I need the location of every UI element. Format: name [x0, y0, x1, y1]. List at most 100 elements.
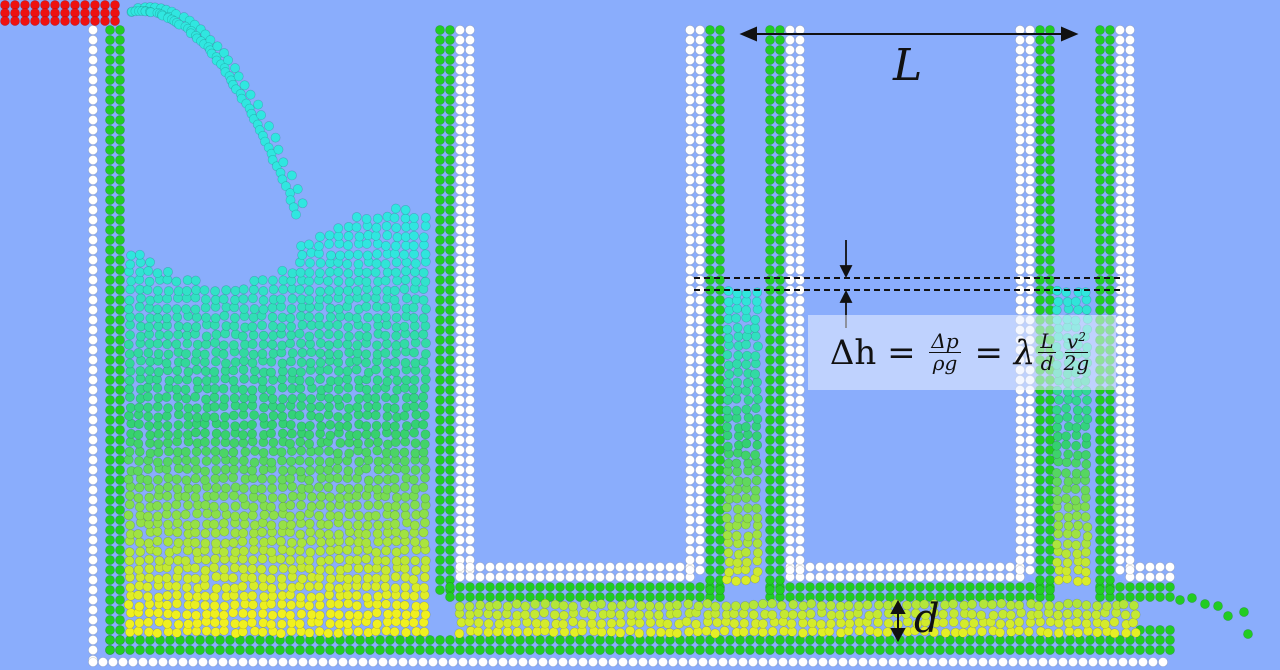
wall-particle — [705, 395, 715, 405]
fluid-particle — [1082, 609, 1092, 620]
fluid-particle — [230, 421, 241, 432]
wall-particle — [295, 645, 305, 655]
fluid-particle — [266, 536, 277, 546]
wall-particle — [805, 572, 815, 582]
wall-particle — [785, 455, 795, 465]
wall-particle — [88, 615, 98, 625]
fluid-particle — [361, 292, 372, 303]
fluid-particle — [268, 437, 279, 448]
fluid-particle — [154, 616, 165, 627]
fluid-particle — [247, 293, 258, 304]
fluid-particle — [191, 464, 202, 475]
wall-particle — [455, 345, 465, 355]
wall-particle — [1058, 657, 1068, 667]
wall-particle — [1095, 265, 1105, 275]
fluid-particle — [752, 556, 763, 566]
fluid-particle — [342, 619, 353, 629]
fluid-particle — [873, 600, 884, 611]
fluid-particle — [392, 232, 403, 243]
wall-particle — [705, 65, 715, 75]
wall-particle — [1035, 55, 1045, 65]
wall-particle — [705, 225, 715, 235]
wall-particle — [445, 115, 455, 125]
wall-particle — [378, 657, 388, 667]
wall-particle — [705, 545, 715, 555]
wall-particle — [795, 245, 805, 255]
wall-particle — [685, 385, 695, 395]
fluid-particle — [344, 610, 355, 621]
wall-particle — [1088, 657, 1098, 667]
wall-particle — [1115, 365, 1125, 375]
wall-particle — [1025, 75, 1035, 85]
wall-particle — [1125, 335, 1135, 345]
wall-particle — [358, 657, 368, 667]
fluid-particle — [1071, 510, 1082, 521]
wall-particle — [1015, 265, 1025, 275]
fluid-particle — [287, 393, 298, 404]
wall-particle — [115, 65, 125, 75]
wall-particle — [445, 75, 455, 85]
fluid-particle — [239, 591, 250, 602]
wall-particle — [465, 455, 475, 465]
fluid-particle — [335, 250, 346, 261]
fluid-particle — [1071, 540, 1082, 550]
wall-particle — [115, 105, 125, 115]
wall-particle — [115, 625, 125, 635]
fluid-particle — [389, 212, 400, 223]
wall-particle — [775, 35, 785, 45]
wall-particle — [685, 425, 695, 435]
wall-particle — [485, 562, 495, 572]
wall-particle — [475, 645, 485, 655]
wall-particle — [1105, 175, 1115, 185]
wall-particle — [265, 645, 275, 655]
fluid-particle — [163, 446, 174, 457]
wall-particle — [435, 215, 445, 225]
wall-particle — [1025, 85, 1035, 95]
wall-particle — [1095, 145, 1105, 155]
wall-particle — [88, 585, 98, 595]
fluid-particle — [304, 600, 315, 611]
wall-particle — [1095, 575, 1105, 585]
fluid-particle — [125, 490, 135, 501]
fluid-particle — [172, 598, 182, 609]
wall-particle — [445, 415, 455, 425]
wall-particle — [1128, 657, 1138, 667]
fluid-particle — [361, 214, 372, 224]
wall-particle — [1095, 405, 1105, 415]
wall-particle — [435, 555, 445, 565]
wall-particle — [1165, 562, 1175, 572]
fluid-particle — [410, 438, 421, 449]
fluid-particle — [314, 329, 325, 340]
wall-particle — [795, 105, 805, 115]
fluid-particle — [267, 312, 278, 323]
wall-particle — [268, 657, 278, 667]
wall-particle — [1095, 95, 1105, 105]
wall-particle — [685, 135, 695, 145]
fluid-particle — [408, 574, 419, 585]
fluid-particle — [615, 609, 625, 620]
wall-particle — [1115, 335, 1125, 345]
wall-particle — [88, 375, 98, 385]
wall-particle — [1125, 35, 1135, 45]
wall-particle — [785, 245, 795, 255]
wall-particle — [668, 657, 678, 667]
wall-particle — [115, 405, 125, 415]
wall-particle — [695, 645, 705, 655]
fluid-particles — [123, 2, 1253, 639]
wall-particle — [1015, 425, 1025, 435]
wall-particle — [88, 185, 98, 195]
wall-particle — [715, 185, 725, 195]
fluid-particle — [370, 410, 381, 421]
wall-particle — [1045, 175, 1055, 185]
fluid-particle — [370, 230, 381, 241]
fluid-particle — [333, 329, 344, 340]
wall-particle — [105, 645, 115, 655]
wall-particle — [445, 555, 455, 565]
fluid-particle — [419, 582, 429, 593]
wall-particle — [115, 115, 125, 125]
fluid-particle — [304, 239, 314, 250]
fluid-particle — [210, 627, 221, 637]
wall-particle — [1095, 165, 1105, 175]
fluid-particle — [418, 400, 429, 411]
wall-particle — [238, 657, 248, 667]
